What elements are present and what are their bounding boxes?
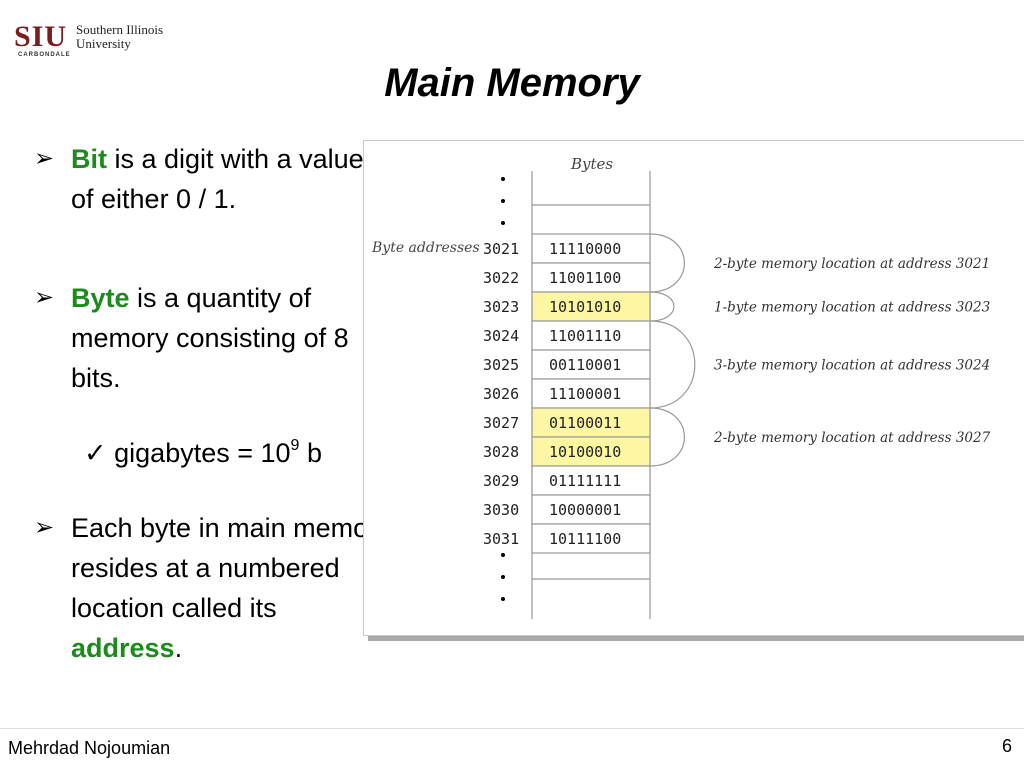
location-bracket	[649, 291, 675, 322]
cell-value: 01100011	[549, 414, 621, 432]
cell-address: 3026	[483, 385, 519, 403]
dot	[501, 199, 505, 203]
slide-title: Main Memory	[384, 61, 640, 105]
arrow-bullet-icon: ➢	[34, 284, 55, 311]
bullet-text: Bit is a digit with a value of either 0 …	[71, 139, 391, 219]
cell-box	[531, 320, 651, 351]
sub-bullet-text: gigabytes = 10	[114, 438, 291, 468]
location-bracket	[649, 320, 696, 409]
sub-bullet-exponent: 9	[290, 437, 300, 454]
cell-address: 3029	[483, 472, 519, 490]
sub-bullet-gigabytes: ✓ gigabytes = 109 b	[84, 433, 322, 473]
cell-value: 11100001	[549, 385, 621, 403]
memory-cell: 3030 10000001	[483, 494, 651, 525]
memory-cell: 3022 11001100	[483, 262, 651, 293]
memory-cell: 3027 01100011	[483, 407, 651, 438]
logo-university-name: Southern Illinois University	[76, 22, 164, 51]
cell-address: 3022	[483, 269, 519, 287]
bullet-address-text: Each byte in main memory resides at a nu…	[71, 513, 391, 623]
keyword-byte: Byte	[71, 283, 130, 313]
footer-divider	[0, 728, 1024, 729]
memory-diagram-svg: Bytes Byte addresses 3021 11110000 3022 110…	[371, 155, 991, 619]
memory-cell: 3031 10111100	[483, 523, 651, 554]
cell-address: 3023	[483, 298, 519, 316]
cell-address: 3028	[483, 443, 519, 461]
memory-cells: 3021 11110000 3022 11001100 3023 10101010 3024…	[483, 233, 651, 554]
memory-cell: 3024 11001110	[483, 320, 651, 351]
keyword-address: address	[71, 633, 175, 663]
memory-cell: 3025 00110001	[483, 349, 651, 380]
location-arcs: 2-byte memory location at address 3021 1-…	[649, 233, 991, 467]
cell-address: 3024	[483, 327, 519, 345]
memory-location: 3-byte memory location at address 3024	[649, 320, 990, 409]
cell-address: 3030	[483, 501, 519, 519]
cell-box	[531, 465, 651, 496]
page-number: 6	[1001, 736, 1012, 756]
memory-cell: 3023 10101010	[483, 291, 651, 322]
cell-box	[531, 262, 651, 293]
cell-address: 3021	[483, 240, 519, 258]
cell-value: 11001100	[549, 269, 621, 287]
cell-value: 00110001	[549, 356, 621, 374]
dot	[501, 177, 505, 181]
logo-campus: CARBONDALE	[18, 52, 71, 58]
dot	[501, 221, 505, 225]
cell-address: 3027	[483, 414, 519, 432]
memory-cell: 3028 10100010	[483, 436, 651, 467]
sub-bullet-unit: b	[299, 438, 322, 468]
check-icon: ✓	[84, 438, 107, 468]
dot	[501, 597, 505, 601]
cell-value: 01111111	[549, 472, 621, 490]
location-bracket	[649, 233, 685, 293]
memory-location: 1-byte memory location at address 3023	[649, 291, 990, 322]
dot	[501, 575, 505, 579]
cell-address: 3025	[483, 356, 519, 374]
location-label: 1-byte memory location at address 3023	[714, 300, 990, 316]
memory-location: 2-byte memory location at address 3021	[649, 233, 990, 293]
ellipsis-top	[501, 177, 505, 225]
cell-value: 10101010	[549, 298, 621, 316]
cell-box	[531, 349, 651, 380]
keyword-bit: Bit	[71, 144, 107, 174]
location-label: 2-byte memory location at address 3027	[713, 430, 991, 446]
logo-mark: SIU	[14, 20, 68, 53]
arrow-bullet-icon: ➢	[34, 514, 55, 541]
memory-cell: 3026 11100001	[483, 378, 651, 409]
bullet-text: Byte is a quantity of memory consisting …	[71, 278, 361, 398]
bytes-label: Bytes	[570, 155, 613, 173]
location-bracket	[649, 407, 685, 467]
memory-cell: 3029 01111111	[483, 465, 651, 496]
memory-cell: 3021 11110000	[483, 233, 651, 264]
bullet-byte-text: is a quantity of memory consisting of 8 …	[71, 283, 349, 393]
dot	[501, 553, 505, 557]
cell-value: 10000001	[549, 501, 621, 519]
arrow-bullet-icon: ➢	[34, 145, 55, 172]
bullet-bit-text: is a digit with a value of either 0 / 1.	[71, 144, 364, 214]
cell-value: 11001110	[549, 327, 621, 345]
cell-value: 10100010	[549, 443, 621, 461]
footer-author: Mehrdad Nojoumian	[8, 738, 171, 758]
memory-location: 2-byte memory location at address 3027	[649, 407, 991, 467]
cell-box	[531, 523, 651, 554]
bullet-text: Each byte in main memory resides at a nu…	[71, 508, 391, 668]
cell-address: 3031	[483, 530, 519, 548]
cell-box	[531, 436, 651, 467]
ellipsis-bottom	[501, 553, 505, 601]
cell-box	[531, 233, 651, 264]
cell-box	[531, 378, 651, 409]
byte-addresses-label: Byte addresses	[371, 240, 480, 256]
memory-diagram: Bytes Byte addresses 3021 11110000 3022 110…	[363, 140, 1024, 636]
bullet-address-end: .	[174, 633, 183, 663]
cell-value: 11110000	[549, 240, 621, 258]
location-label: 3-byte memory location at address 3024	[714, 358, 990, 374]
location-label: 2-byte memory location at address 3021	[713, 256, 990, 272]
cell-box	[531, 407, 651, 438]
cell-value: 10111100	[549, 530, 621, 548]
cell-box	[531, 291, 651, 322]
